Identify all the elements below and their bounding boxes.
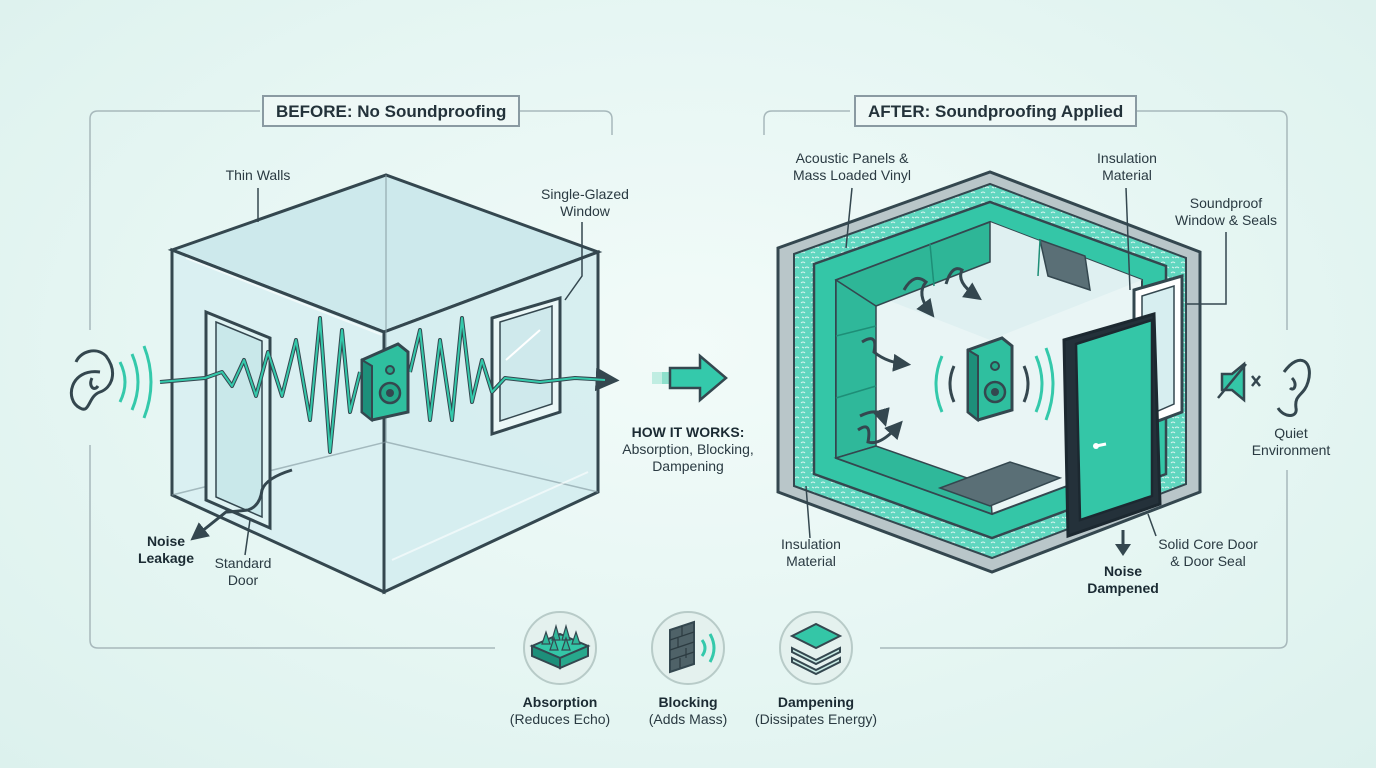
speaker-before-icon xyxy=(360,342,410,423)
soundproof-window-label: Soundproof Window & Seals xyxy=(1175,195,1277,228)
speaker-after-icon xyxy=(934,336,1055,423)
layers-icon xyxy=(789,622,843,676)
thin-walls-label: Thin Walls xyxy=(225,167,291,183)
insulation-material-bottom-label: Insulation Material xyxy=(781,536,841,569)
ear-left-icon xyxy=(69,345,153,419)
before-panel-title: BEFORE: No Soundproofing xyxy=(262,95,521,127)
standard-door-label: Standard Door xyxy=(214,555,272,588)
noise-dampened-label: Noise Dampened xyxy=(1087,563,1159,596)
legend-dampening-subtitle: (Dissipates Energy) xyxy=(754,711,878,727)
acoustic-panels-label: Acoustic Panels & Mass Loaded Vinyl xyxy=(792,150,912,183)
before-leader-lines xyxy=(244,188,583,556)
ear-right-icon xyxy=(1276,358,1311,417)
legend-absorption-subtitle: (Reduces Echo) xyxy=(509,711,611,727)
legend-blocking-subtitle: (Adds Mass) xyxy=(648,711,728,727)
noise-leakage-arrow xyxy=(190,468,293,541)
noise-dampened-arrow xyxy=(1115,530,1131,556)
solid-core-door-label: Solid Core Door & Door Seal xyxy=(1158,536,1258,569)
absorption-arrows xyxy=(857,267,982,445)
after-panel-title: AFTER: Soundproofing Applied xyxy=(854,95,1138,127)
before-after-arrow xyxy=(652,353,728,403)
after-leader-lines xyxy=(805,187,1227,539)
panel-frames xyxy=(89,110,1288,649)
insulation-material-top-label: Insulation Material xyxy=(1097,150,1157,183)
single-glazed-window xyxy=(490,295,562,437)
brick-wall-icon xyxy=(669,620,716,674)
legend-blocking-title: Blocking xyxy=(658,694,718,710)
quiet-environment-label: Quiet Environment xyxy=(1251,425,1331,458)
solid-core-door xyxy=(1062,312,1162,539)
standard-door xyxy=(204,309,272,531)
acoustic-foam-icon xyxy=(529,623,591,670)
muted-speaker-icon xyxy=(1217,361,1261,403)
legend-dampening-title: Dampening xyxy=(777,694,855,710)
single-glazed-window-label: Single-Glazed Window xyxy=(541,186,629,219)
noise-leakage-label: Noise Leakage xyxy=(137,533,195,566)
how-it-works-label: HOW IT WORKS: Absorption, Blocking, Damp… xyxy=(622,424,754,474)
legend-absorption-title: Absorption xyxy=(522,694,598,710)
noise-wave xyxy=(159,316,620,454)
